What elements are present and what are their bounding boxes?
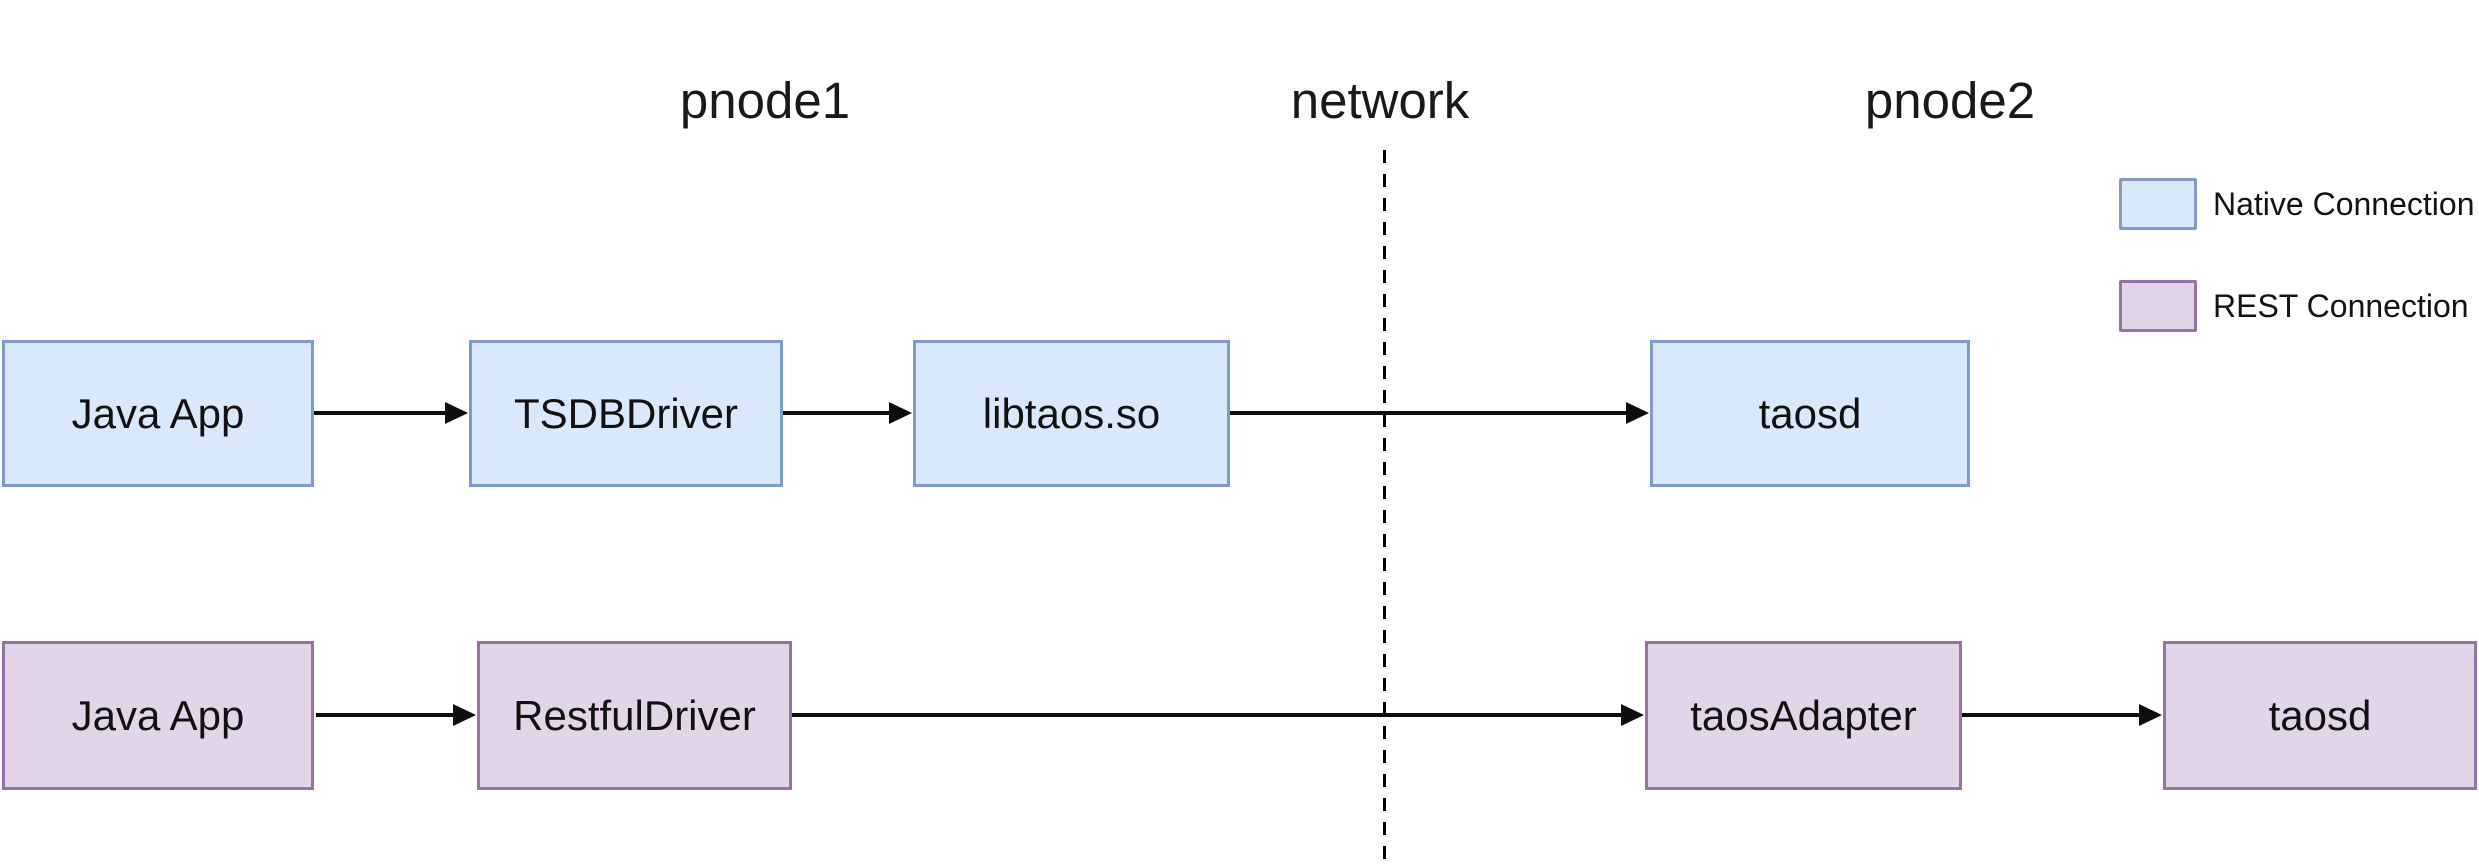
node-taosadapter: taosAdapter [1645,641,1962,790]
arrow-javaapp-to-restfuldriver [316,704,476,726]
pnode2-label: pnode2 [1864,72,2036,129]
arrow-javaapp-to-tsdbdriver [314,402,468,424]
node-label: taosAdapter [1690,691,1917,739]
node-tsdbdriver: TSDBDriver [469,340,783,487]
legend-swatch-native-connection [2119,178,2197,230]
node-java-app-rest: Java App [2,641,314,790]
node-libtaos-so: libtaos.so [913,340,1230,487]
node-label: taosd [1758,389,1862,437]
node-label: Java App [71,389,245,437]
pnode1-label: pnode1 [679,72,851,129]
node-label: libtaos.so [982,389,1161,437]
node-label: RestfulDriver [513,691,756,739]
legend-swatch-rest-connection [2119,280,2197,332]
node-label: TSDBDriver [513,389,738,437]
node-label: taosd [2268,691,2372,739]
arrow-taosadapter-to-taosd [1962,704,2162,726]
network-label: network [1290,72,1470,129]
arrow-restfuldriver-to-taosadapter [792,704,1644,726]
network-boundary-line [1383,150,1386,865]
node-restfuldriver: RestfulDriver [477,641,792,790]
legend-label-rest-connection: REST Connection [2213,287,2469,324]
node-taosd-rest: taosd [2163,641,2477,790]
node-label: Java App [71,691,245,739]
node-taosd-native: taosd [1650,340,1970,487]
arrow-tsdbdriver-to-libtaos [783,402,912,424]
legend-label-native-connection: Native Connection [2213,185,2475,222]
node-java-app-native: Java App [2,340,314,487]
arrow-libtaos-to-taosd [1230,402,1649,424]
